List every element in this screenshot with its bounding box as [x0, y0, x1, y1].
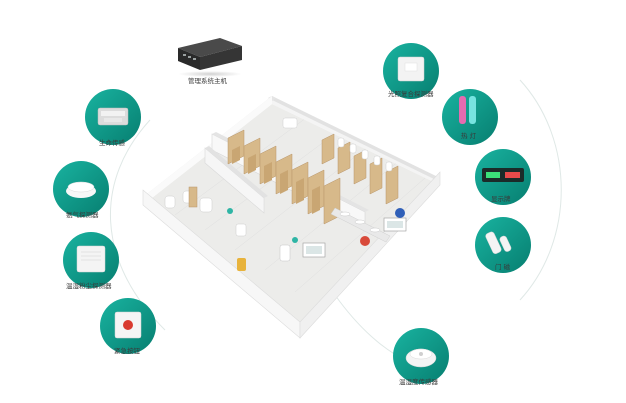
door-sensor-label: 门 磁 [495, 261, 510, 271]
smoke-sensor-label: 温湿度传感器 [399, 376, 438, 386]
management-host [178, 38, 242, 77]
female-sign [360, 236, 370, 246]
life-sensor-label: 生命传感 [99, 137, 125, 147]
emergency-button-label: 紧急按钮 [114, 345, 140, 355]
pm-detector-label: 温湿粉尘探测器 [66, 280, 112, 290]
ammonia-detector-label: 氨气探测器 [66, 209, 99, 219]
heat-light-label: 热 灯 [461, 130, 476, 140]
display-board-label: 显示牌 [491, 193, 511, 203]
male-sign [395, 208, 405, 218]
floor-plan [143, 96, 440, 338]
host-label: 管理系统主机 [188, 75, 227, 85]
composite-detector-label: 光照复合探测器 [388, 88, 434, 98]
warning-sign [237, 258, 246, 271]
